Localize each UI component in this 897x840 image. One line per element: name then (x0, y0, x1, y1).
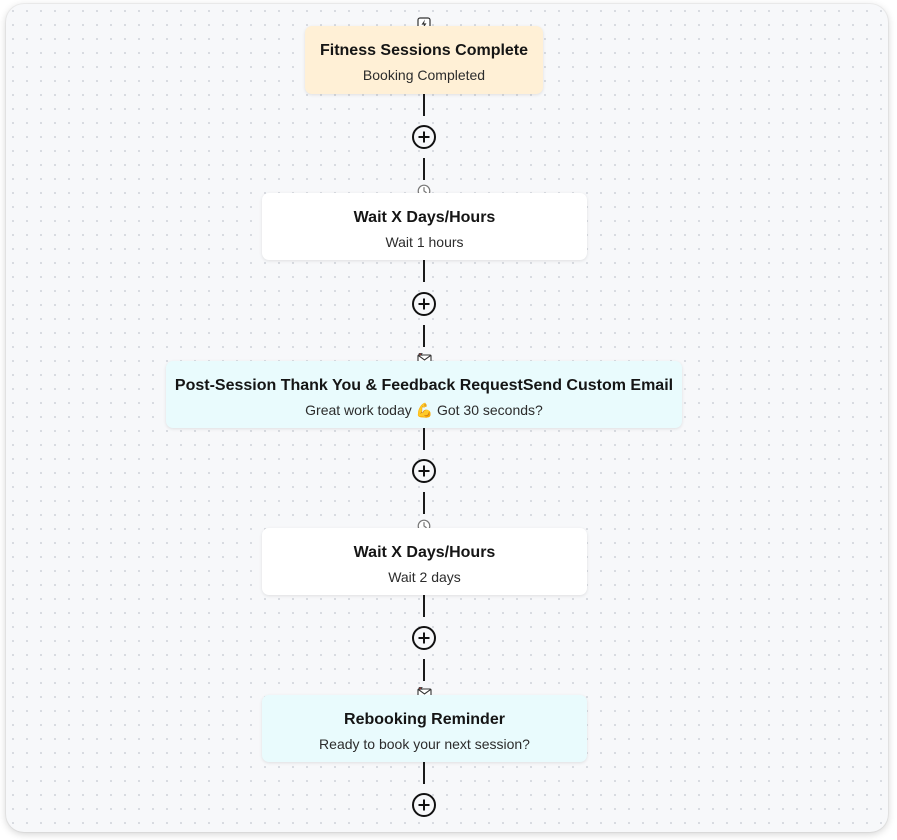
workflow-canvas: Fitness Sessions Complete Booking Comple… (6, 4, 888, 832)
trigger-subtitle: Booking Completed (362, 67, 486, 83)
wait-node-1-title: Wait X Days/Hours (353, 209, 496, 226)
email-node-2-title: Rebooking Reminder (344, 711, 505, 728)
wait-node-2-title: Wait X Days/Hours (353, 544, 496, 561)
add-step-button[interactable] (412, 459, 436, 483)
connector-line (423, 428, 425, 450)
wait-node-1[interactable]: Wait X Days/Hours Wait 1 hours (262, 193, 587, 260)
connector-line (423, 325, 425, 347)
add-step-button[interactable] (412, 793, 436, 817)
trigger-title: Fitness Sessions Complete (319, 42, 529, 59)
connector-line (423, 260, 425, 282)
email-node-1-title: Post-Session Thank You & Feedback Reques… (174, 377, 674, 394)
add-step-button[interactable] (412, 292, 436, 316)
wait-node-2[interactable]: Wait X Days/Hours Wait 2 days (262, 528, 587, 595)
add-step-button[interactable] (412, 626, 436, 650)
connector-line (423, 659, 425, 681)
connector-line (423, 158, 425, 180)
connector-line (423, 762, 425, 784)
email-node-1[interactable]: Post-Session Thank You & Feedback Reques… (166, 361, 682, 428)
email-node-1-subtitle: Great work today 💪 Got 30 seconds? (305, 402, 543, 418)
wait-node-2-subtitle: Wait 2 days (388, 569, 461, 585)
connector-line (423, 492, 425, 514)
connector-line (423, 94, 425, 116)
email-node-2-subtitle: Ready to book your next session? (319, 736, 530, 752)
wait-node-1-subtitle: Wait 1 hours (385, 234, 464, 250)
trigger-node[interactable]: Fitness Sessions Complete Booking Comple… (305, 26, 543, 94)
email-node-2[interactable]: Rebooking Reminder Ready to book your ne… (262, 695, 587, 762)
add-step-button[interactable] (412, 125, 436, 149)
connector-line (423, 595, 425, 617)
